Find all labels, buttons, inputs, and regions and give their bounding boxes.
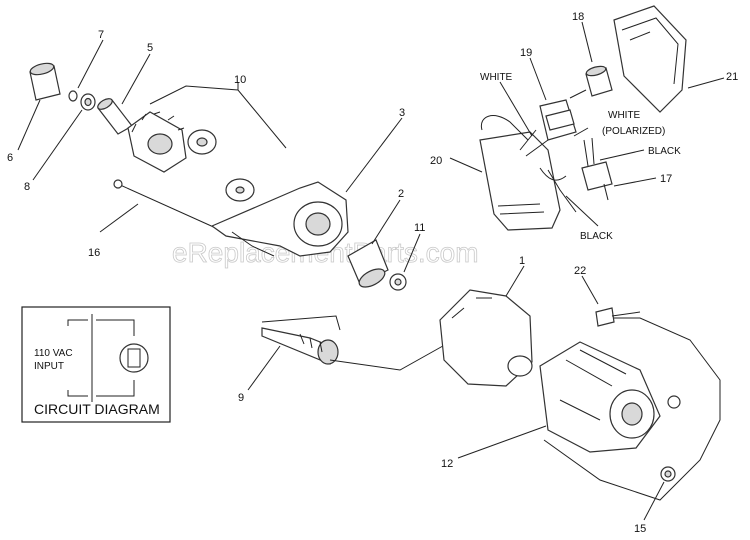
callout-6: 6 xyxy=(7,152,13,164)
callout-labels: 7 5 10 3 6 8 16 2 11 1 9 12 15 22 18 19 … xyxy=(7,11,738,535)
callout-17: 17 xyxy=(660,173,672,185)
part-20-switch-housing[interactable] xyxy=(479,115,561,231)
part-5-pin[interactable] xyxy=(96,97,133,135)
part-12-screw[interactable] xyxy=(667,395,681,409)
part-2-cup[interactable] xyxy=(347,239,389,291)
circuit-diagram: 110 VAC INPUT CIRCUIT DIAGRAM xyxy=(21,306,171,423)
part-10-gear-assembly[interactable] xyxy=(127,111,255,202)
part-19-switch[interactable] xyxy=(519,99,577,157)
callout-19: 19 xyxy=(520,47,532,59)
wire-labels: WHITE WHITE (POLARIZED) BLACK BLACK xyxy=(480,72,681,242)
part-22-connector[interactable] xyxy=(595,307,641,327)
callout-9: 9 xyxy=(238,392,244,404)
callout-3: 3 xyxy=(399,107,405,119)
callout-16: 16 xyxy=(88,247,100,259)
wire-label-black-lower: BLACK xyxy=(580,231,613,242)
callout-10: 10 xyxy=(234,74,246,86)
part-17-plug[interactable] xyxy=(581,137,613,201)
part-7-washer[interactable] xyxy=(68,90,78,102)
callout-15: 15 xyxy=(634,523,646,535)
callout-7: 7 xyxy=(98,29,104,41)
wire-label-polarized: (POLARIZED) xyxy=(602,126,665,137)
part-3-housing[interactable] xyxy=(210,181,349,257)
leader-lines xyxy=(17,21,725,521)
part-18-plug[interactable] xyxy=(569,65,613,99)
callout-20: 20 xyxy=(430,155,442,167)
callout-18: 18 xyxy=(572,11,584,23)
part-1-motor-end[interactable] xyxy=(439,289,533,387)
part-15-nut[interactable] xyxy=(660,466,676,482)
part-6-sleeve[interactable] xyxy=(29,61,61,101)
callout-5: 5 xyxy=(147,42,153,54)
circuit-title: CIRCUIT DIAGRAM xyxy=(34,401,160,417)
part-11-nut[interactable] xyxy=(389,273,407,291)
part-21-cover[interactable] xyxy=(613,5,687,113)
callout-11: 11 xyxy=(414,222,425,234)
wire-label-black-upper: BLACK xyxy=(648,146,681,157)
callout-22: 22 xyxy=(574,265,586,277)
circuit-input-line1: 110 VAC xyxy=(34,348,73,359)
callout-21: 21 xyxy=(726,71,738,83)
wire-label-white-polarized: WHITE xyxy=(608,110,641,121)
part-9-shaft[interactable] xyxy=(261,327,339,365)
wire-label-white: WHITE xyxy=(480,72,513,83)
part-8-bushing[interactable] xyxy=(80,93,96,111)
callout-1: 1 xyxy=(519,255,525,267)
callout-8: 8 xyxy=(24,181,30,193)
part-12-motor[interactable] xyxy=(539,317,721,501)
callout-2: 2 xyxy=(398,188,404,200)
callout-12: 12 xyxy=(441,458,453,470)
circuit-input-line2: INPUT xyxy=(34,361,64,372)
